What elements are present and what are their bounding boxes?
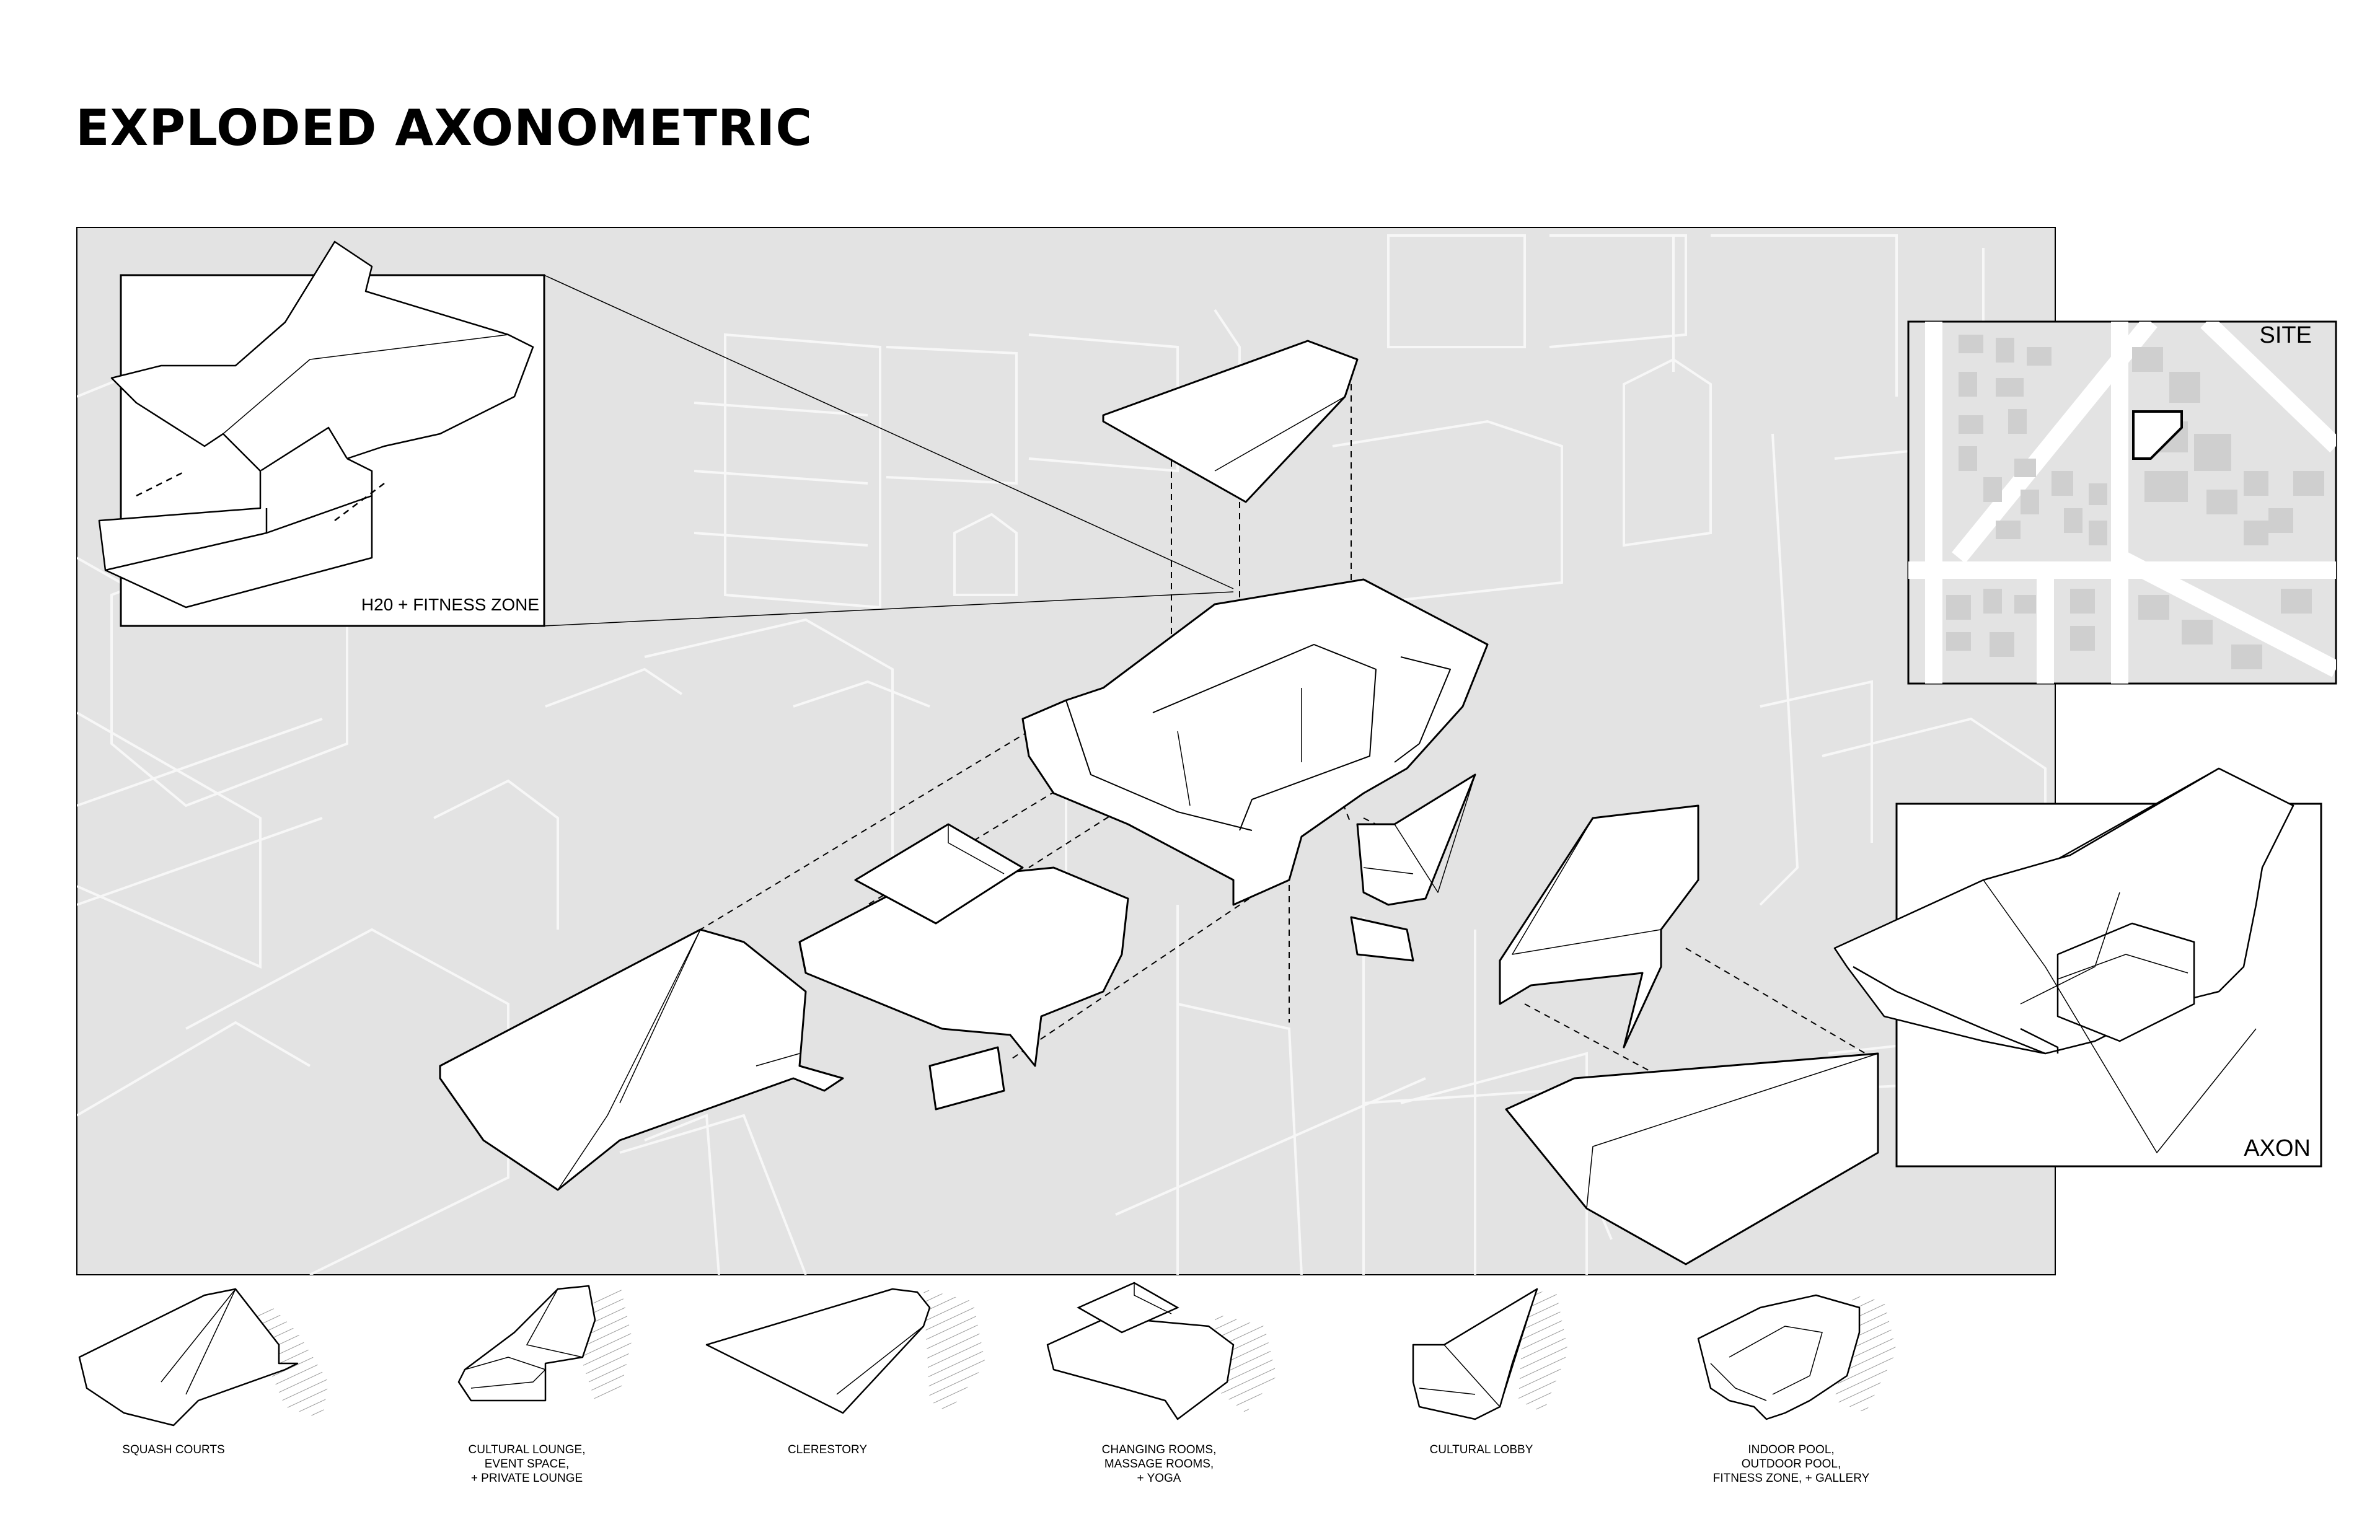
squash-courts-piece: [439, 928, 844, 1191]
site-map: [1908, 322, 2336, 684]
catalog-changing-rooms: [1046, 1282, 1277, 1420]
changing-rooms-piece: [798, 823, 1129, 1111]
caption-changing-rooms: CHANGING ROOMS,MASSAGE ROOMS,+ YOGA: [1101, 1443, 1217, 1485]
cultural-lobby-piece: [1350, 773, 1476, 962]
axon-inset-label: AXON: [2244, 1135, 2311, 1161]
caption-pool-fitness: INDOOR POOL,OUTDOOR POOL,FITNESS ZONE, +…: [1712, 1443, 1870, 1485]
axon-inset-drawing: [1833, 767, 2294, 1153]
detail-inset-label: H20 + FITNESS ZONE: [361, 595, 539, 614]
catalog-cultural-lounge: [457, 1283, 632, 1402]
catalog-cultural-lobby: [1412, 1288, 1568, 1420]
catalog-pool-fitness: [1697, 1294, 1897, 1420]
catalog-squash-courts: [78, 1288, 328, 1427]
detail-inset-drawing: [98, 240, 534, 609]
caption-clerestory: CLERESTORY: [787, 1443, 868, 1456]
inset-connector-lines: [544, 275, 1234, 627]
caption-cultural-lobby: CULTURAL LOBBY: [1429, 1443, 1533, 1456]
site-parcel-marker: [2132, 410, 2183, 460]
pool-fitness-piece: [1021, 578, 1489, 906]
caption-squash-courts: SQUASH COURTS: [122, 1443, 225, 1456]
site-inset-label: SITE: [2259, 322, 2312, 348]
cultural-lounge-piece: [1499, 804, 1879, 1265]
page-title: EXPLODED AXONOMETRIC: [76, 99, 813, 157]
clerestory-piece: [1102, 340, 1359, 503]
catalog-clerestory: [705, 1288, 985, 1414]
caption-cultural-lounge: CULTURAL LOUNGE,EVENT SPACE,+ PRIVATE LO…: [468, 1443, 586, 1485]
